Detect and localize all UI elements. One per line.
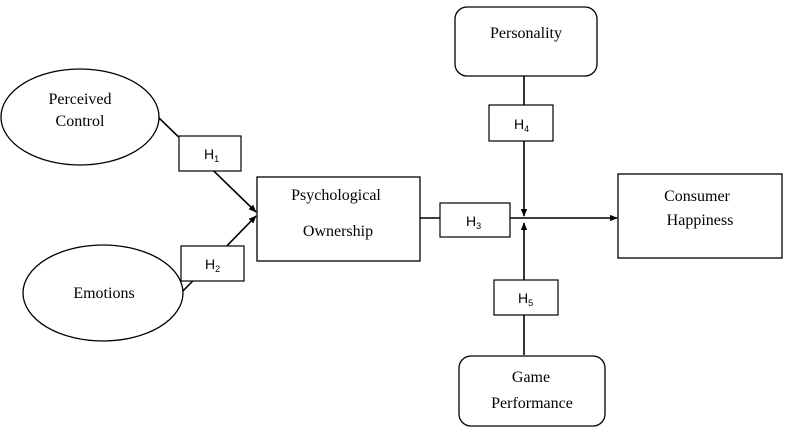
node-consumer-happiness: Consumer Happiness (617, 173, 783, 259)
emotions-ellipse (22, 244, 184, 342)
hypothesis-h2: H2 (180, 245, 245, 282)
perceived-control-label-line2: Control (56, 113, 105, 130)
h1-box (178, 135, 242, 172)
node-perceived-control: Perceived Control (0, 68, 160, 166)
h2-subscript: 2 (215, 264, 220, 274)
svg-text:H4: H4 (514, 116, 529, 134)
h3-letter: H (466, 213, 476, 229)
svg-text:H3: H3 (466, 213, 481, 231)
svg-text:Game Performance: Game Performance (491, 369, 573, 412)
perceived-control-label-line1: Perceived (48, 91, 111, 108)
h4-subscript: 4 (524, 124, 529, 134)
svg-text:Perceived Control: Perceived Control (48, 91, 115, 130)
hypothesis-h5: H5 (493, 279, 559, 316)
hypothesis-h3: H3 (439, 202, 511, 238)
psychological-ownership-label-line1: Psychological (291, 187, 381, 204)
personality-box (454, 6, 598, 77)
node-game-performance: Game Performance (458, 355, 606, 427)
consumer-happiness-box (617, 173, 783, 259)
svg-text:Consumer Happiness: Consumer Happiness (664, 188, 734, 229)
node-emotions: Emotions (22, 244, 184, 342)
h4-box (488, 104, 554, 142)
svg-text:H2: H2 (205, 256, 220, 274)
psychological-ownership-box (256, 176, 421, 262)
svg-text:H5: H5 (518, 290, 533, 308)
h5-subscript: 5 (528, 298, 533, 308)
svg-text:Psychological Ownership: Psychological Ownership (291, 187, 385, 240)
svg-text:H1: H1 (204, 146, 219, 164)
node-personality: Personality (454, 6, 598, 77)
game-performance-label-line1: Game (512, 369, 550, 386)
h1-letter: H (204, 146, 214, 162)
svg-text:Personality: Personality (490, 25, 562, 42)
h2-box (180, 245, 245, 282)
h5-box (493, 279, 559, 316)
consumer-happiness-label-line1: Consumer (664, 188, 730, 205)
h3-box (439, 202, 511, 238)
svg-text:Emotions: Emotions (73, 285, 134, 302)
h1-subscript: 1 (214, 154, 219, 164)
h2-letter: H (205, 256, 215, 272)
hypothesis-h4: H4 (488, 104, 554, 142)
node-psychological-ownership: Psychological Ownership (256, 176, 421, 262)
consumer-happiness-label-line2: Happiness (667, 212, 734, 229)
h3-subscript: 3 (476, 221, 481, 231)
h4-letter: H (514, 116, 524, 132)
emotions-label: Emotions (73, 285, 134, 302)
h5-letter: H (518, 290, 528, 306)
game-performance-label-line2: Performance (491, 395, 573, 412)
game-performance-box (458, 355, 606, 427)
perceived-control-ellipse (0, 68, 160, 166)
hypothesis-h1: H1 (178, 135, 242, 172)
psychological-ownership-label-line2: Ownership (303, 223, 373, 240)
personality-label: Personality (490, 25, 562, 42)
